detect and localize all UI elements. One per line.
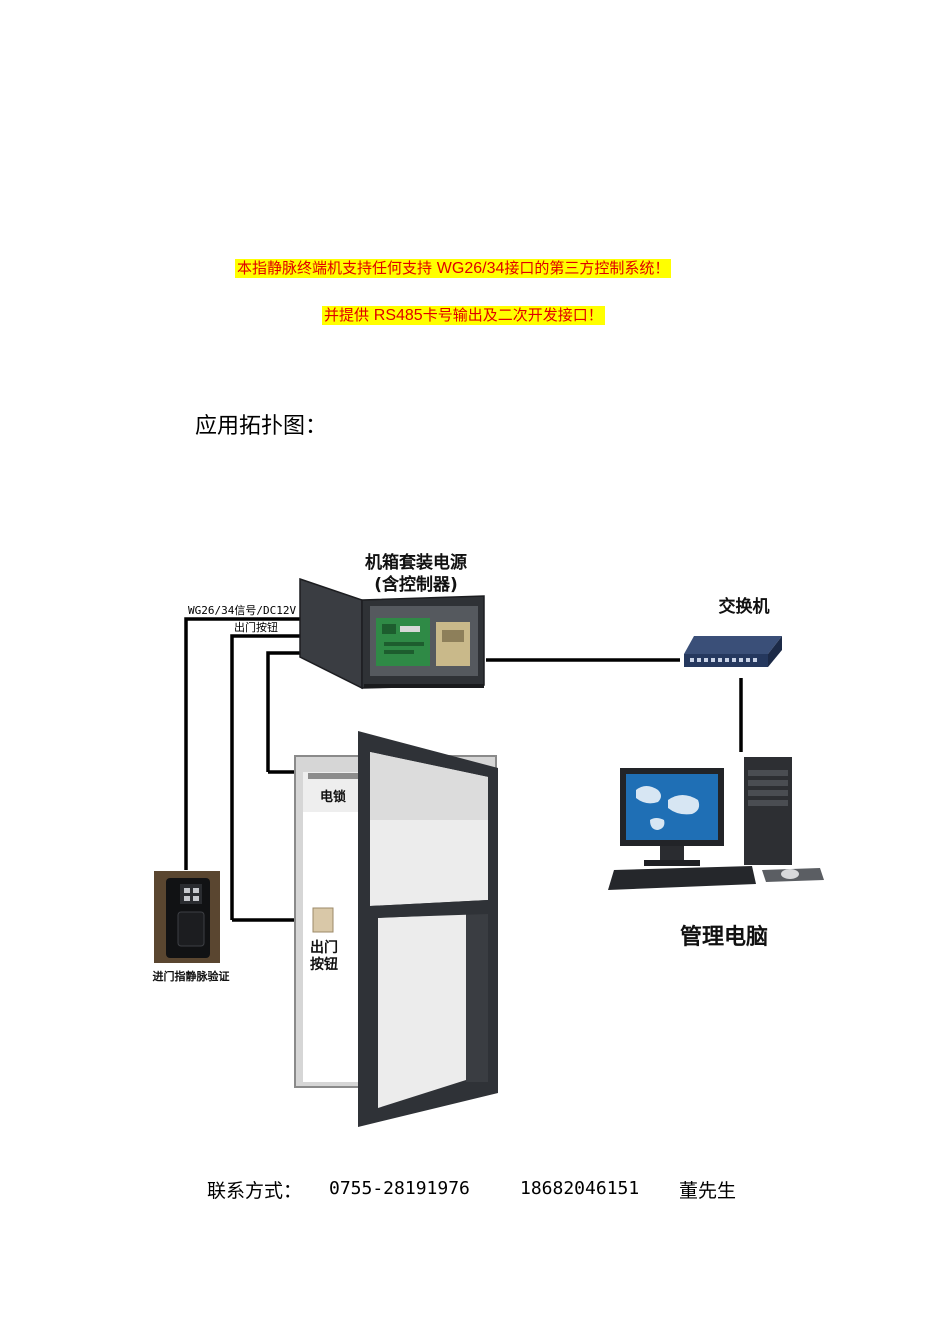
power-box-label-1: 机箱套装电源 [365, 552, 467, 573]
switch-label: 交换机 [719, 596, 770, 617]
door-panel [358, 731, 498, 1127]
contact-mobile: 18682046151 [520, 1178, 639, 1199]
power-box-icon [300, 579, 484, 688]
exit-button-wire-label: 出门按钮 [234, 620, 278, 634]
reader-label: 进门指静脉验证 [153, 969, 230, 983]
pc-label: 管理电脑 [680, 924, 768, 950]
signal-label: WG26/34信号/DC12V [188, 604, 296, 617]
contact-name: 董先生 [679, 1176, 736, 1203]
switch-icon [684, 636, 782, 667]
contact-label: 联系方式： [207, 1176, 302, 1203]
lock-label: 电锁 [320, 789, 346, 805]
exit-button-label-2: 按钮 [310, 956, 338, 973]
pc-icon [608, 757, 824, 890]
contact-telephone: 0755-28191976 [329, 1178, 470, 1199]
wire-reader-signal [186, 619, 302, 870]
finger-vein-reader-icon [154, 871, 220, 963]
wire-lock [268, 653, 302, 772]
power-box-label-2: (含控制器) [374, 574, 458, 595]
exit-button-label-1: 出门 [310, 939, 338, 956]
exit-button-icon [313, 908, 333, 932]
